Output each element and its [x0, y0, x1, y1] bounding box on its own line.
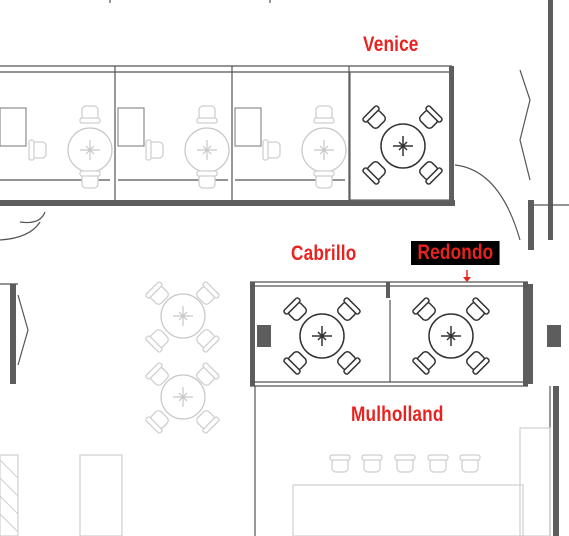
- open-area-tables: [144, 280, 221, 435]
- cabrillo-label[interactable]: Cabrillo: [291, 242, 357, 265]
- arrow-down-icon: [463, 270, 471, 282]
- office-table-3: [301, 127, 347, 173]
- office-table-2: [184, 127, 230, 173]
- office-table-1: [67, 127, 113, 173]
- cabrillo-room[interactable]: [282, 296, 362, 376]
- redondo-room[interactable]: [411, 296, 491, 376]
- redondo-label[interactable]: Redondo: [411, 241, 500, 265]
- mulholland-room[interactable]: [254, 386, 559, 536]
- venice-label[interactable]: Venice: [363, 33, 419, 56]
- mulholland-label[interactable]: Mulholland: [351, 403, 444, 426]
- venice-room[interactable]: [349, 71, 451, 201]
- counter: [79, 454, 123, 536]
- office-row: [0, 66, 454, 206]
